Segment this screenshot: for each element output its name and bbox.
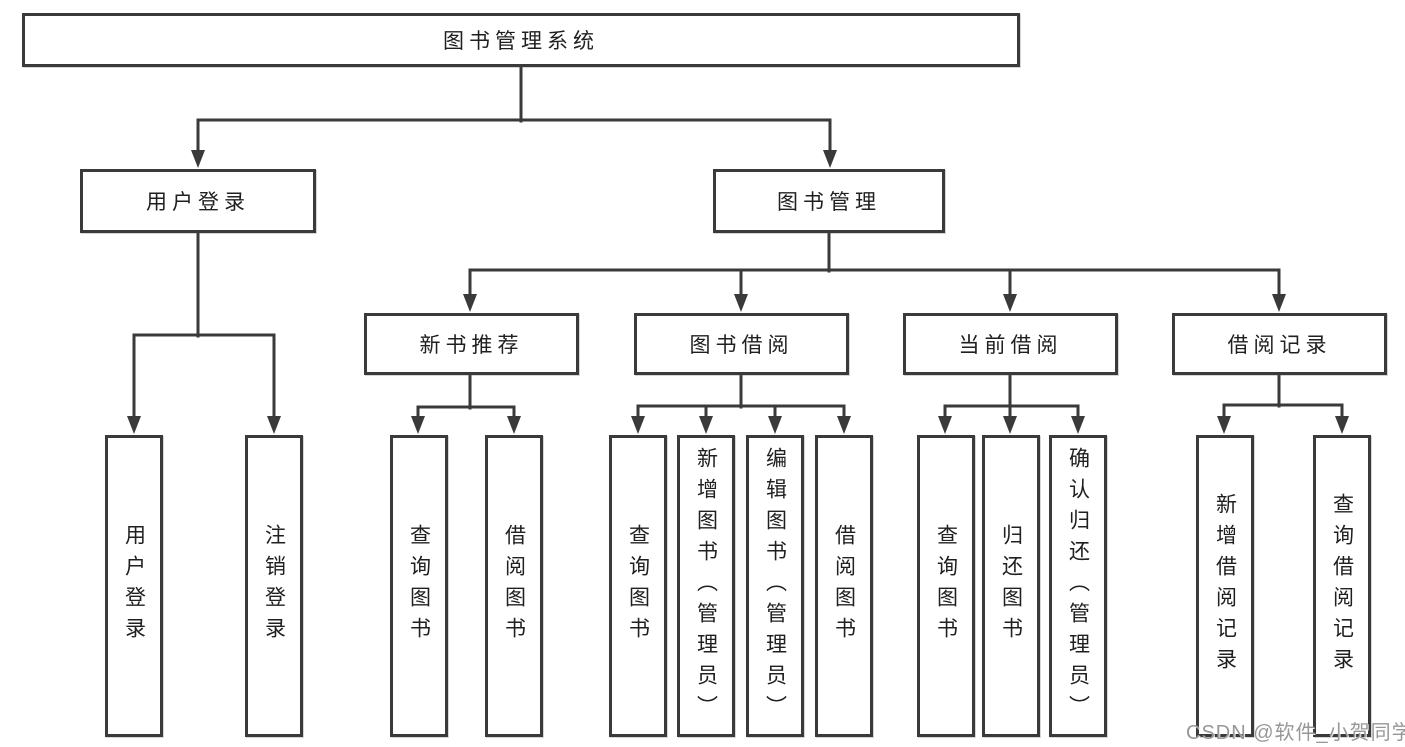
leaf-borrow-books-borrowing-label: 借阅图书 (832, 524, 856, 648)
edges-borrowing-records (1217, 373, 1349, 434)
leaf-query-books-recommend: 查询图书 (390, 435, 448, 737)
leaf-query-books-recommend-label: 查询图书 (407, 524, 431, 648)
leaf-return-books-label: 归还图书 (999, 524, 1023, 648)
leaf-query-books-borrowing-label: 查询图书 (626, 524, 650, 648)
leaf-add-borrow-record: 新增借阅记录 (1196, 435, 1254, 737)
leaf-return-books: 归还图书 (982, 435, 1040, 737)
node-library-management-system: 图书管理系统 (22, 13, 1020, 67)
leaf-borrow-books-recommend-label: 借阅图书 (502, 524, 526, 648)
leaf-query-borrow-record-label: 查询借阅记录 (1330, 493, 1354, 679)
leaf-borrow-books-borrowing: 借阅图书 (815, 435, 873, 737)
leaf-query-books-current: 查询图书 (917, 435, 975, 737)
edges-new-book-recommend (411, 373, 521, 434)
leaf-query-books-current-label: 查询图书 (934, 524, 958, 648)
leaf-confirm-return-admin-label: 确认归还（管理员） (1066, 446, 1090, 726)
node-borrowing-records: 借阅记录 (1172, 313, 1387, 375)
node-book-borrowing: 图书借阅 (634, 313, 849, 375)
node-user-login: 用户登录 (80, 169, 316, 233)
leaf-logout: 注销登录 (245, 435, 303, 737)
leaf-add-borrow-record-label: 新增借阅记录 (1213, 493, 1237, 679)
edges-current-borrowing (938, 373, 1085, 434)
node-current-borrowing: 当前借阅 (903, 313, 1118, 375)
leaf-add-books-admin: 新增图书（管理员） (677, 435, 735, 737)
leaf-confirm-return-admin: 确认归还（管理员） (1049, 435, 1107, 737)
leaf-add-books-admin-label: 新增图书（管理员） (694, 446, 718, 726)
leaf-user-login: 用户登录 (105, 435, 163, 737)
leaf-logout-label: 注销登录 (262, 524, 286, 648)
node-book-management: 图书管理 (713, 169, 945, 233)
edges-book-borrowing (631, 373, 851, 434)
leaf-user-login-label: 用户登录 (122, 524, 146, 648)
edges-book-management (463, 231, 1286, 312)
leaf-edit-books-admin-label: 编辑图书（管理员） (763, 446, 787, 726)
watermark-text: CSDN @软件_小贺同学 (1186, 722, 1405, 744)
leaf-edit-books-admin: 编辑图书（管理员） (746, 435, 804, 737)
leaf-query-borrow-record: 查询借阅记录 (1313, 435, 1371, 737)
node-new-book-recommend: 新书推荐 (364, 313, 579, 375)
leaf-query-books-borrowing: 查询图书 (609, 435, 667, 737)
leaf-borrow-books-recommend: 借阅图书 (485, 435, 543, 737)
edges-user-login (127, 231, 281, 434)
edges-root (191, 64, 837, 168)
